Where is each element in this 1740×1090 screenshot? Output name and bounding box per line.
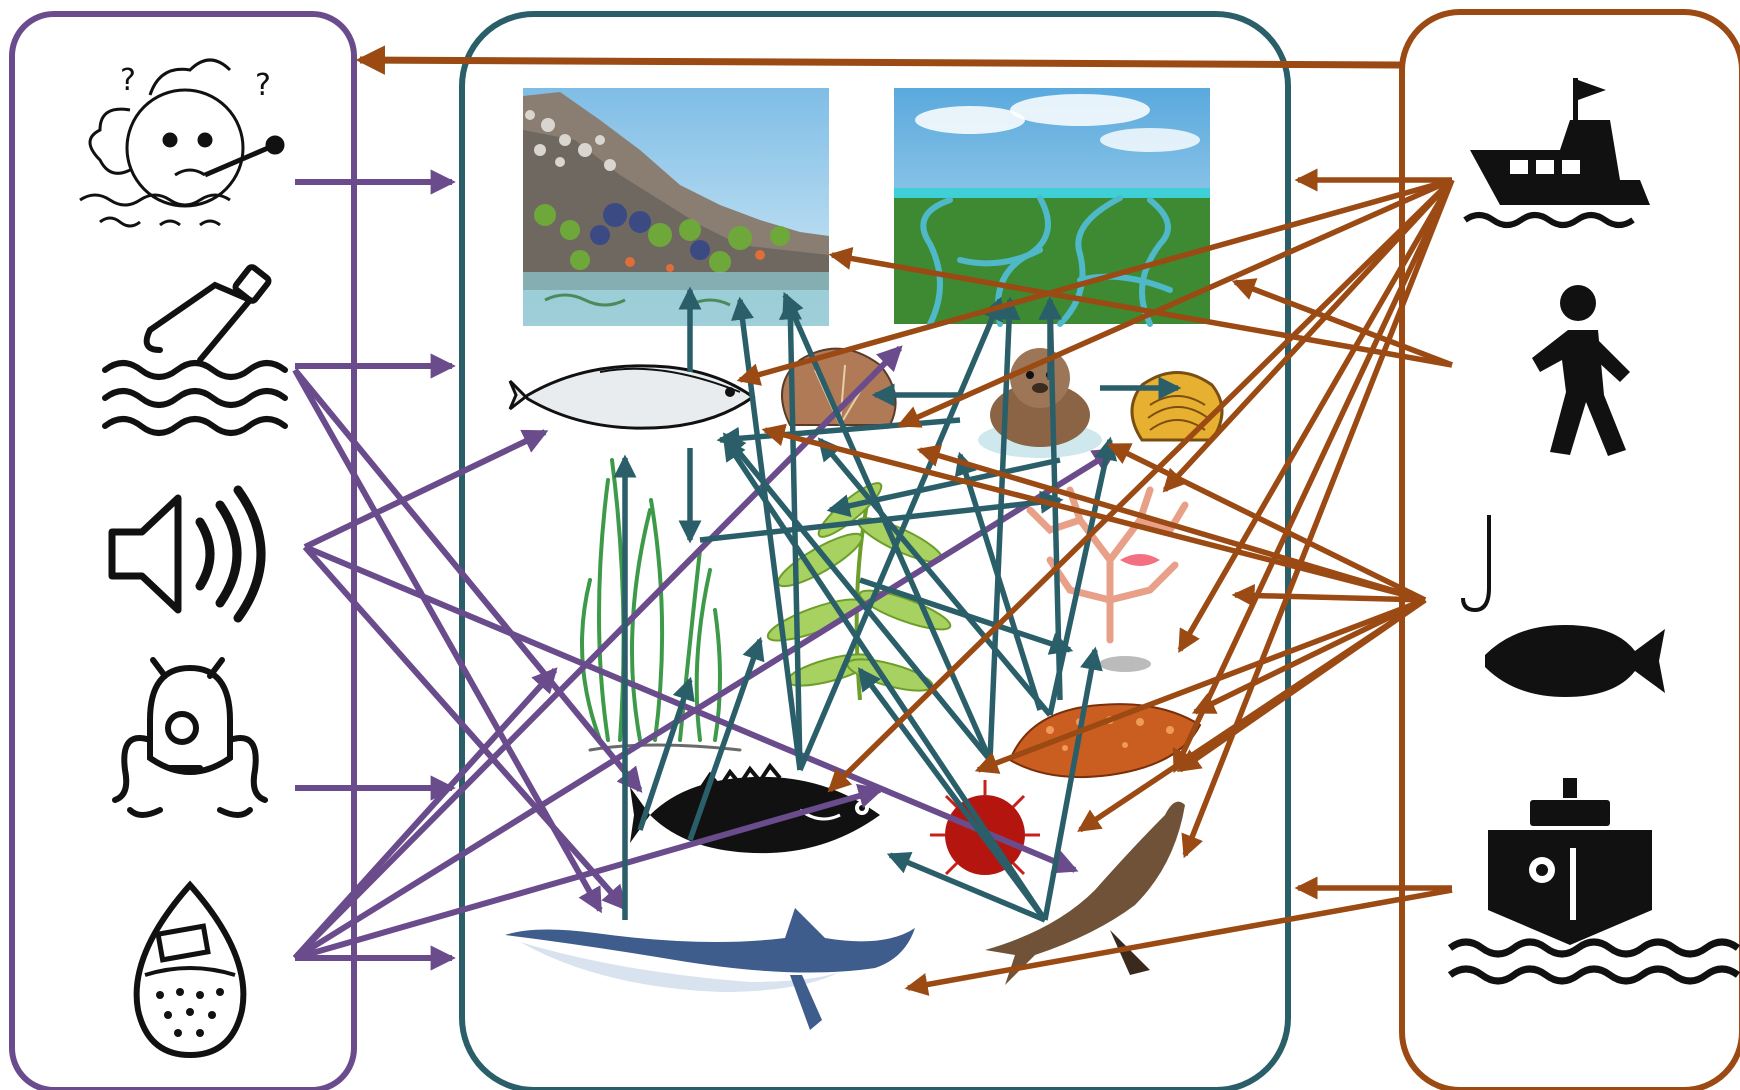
arrow-human-to-stressors xyxy=(355,45,1403,75)
climate-change-icon: ? ? xyxy=(79,58,285,228)
sea-lion-icon xyxy=(985,801,1185,985)
invasive-species-icon xyxy=(112,657,268,818)
walking-person-icon xyxy=(1532,285,1630,456)
marine-debris-icon xyxy=(102,264,288,436)
seagrass-icon xyxy=(580,458,742,752)
ocean-noise-icon xyxy=(108,485,266,623)
human-use-arrows xyxy=(736,168,1455,996)
sea-cucumber-icon xyxy=(1008,703,1202,779)
stressor-arrows xyxy=(292,169,1119,971)
svg-text:?: ? xyxy=(255,68,271,103)
water-pollution-icon xyxy=(133,880,247,1059)
ecosystem-panel xyxy=(459,11,1291,1090)
clam-icon xyxy=(1130,371,1224,442)
estuary-mangrove-image xyxy=(894,88,1210,327)
svg-text:?: ? xyxy=(120,63,136,98)
fishing-icon xyxy=(1461,515,1665,697)
stressors-panel xyxy=(9,11,357,1090)
boat-icon xyxy=(1463,78,1650,228)
herring-icon xyxy=(508,364,756,430)
whale-icon xyxy=(505,908,915,1030)
rocky-intertidal-image xyxy=(523,88,829,326)
ship-icon xyxy=(1447,778,1740,985)
coral-icon xyxy=(1026,486,1189,672)
human-uses-panel xyxy=(1399,9,1740,1090)
